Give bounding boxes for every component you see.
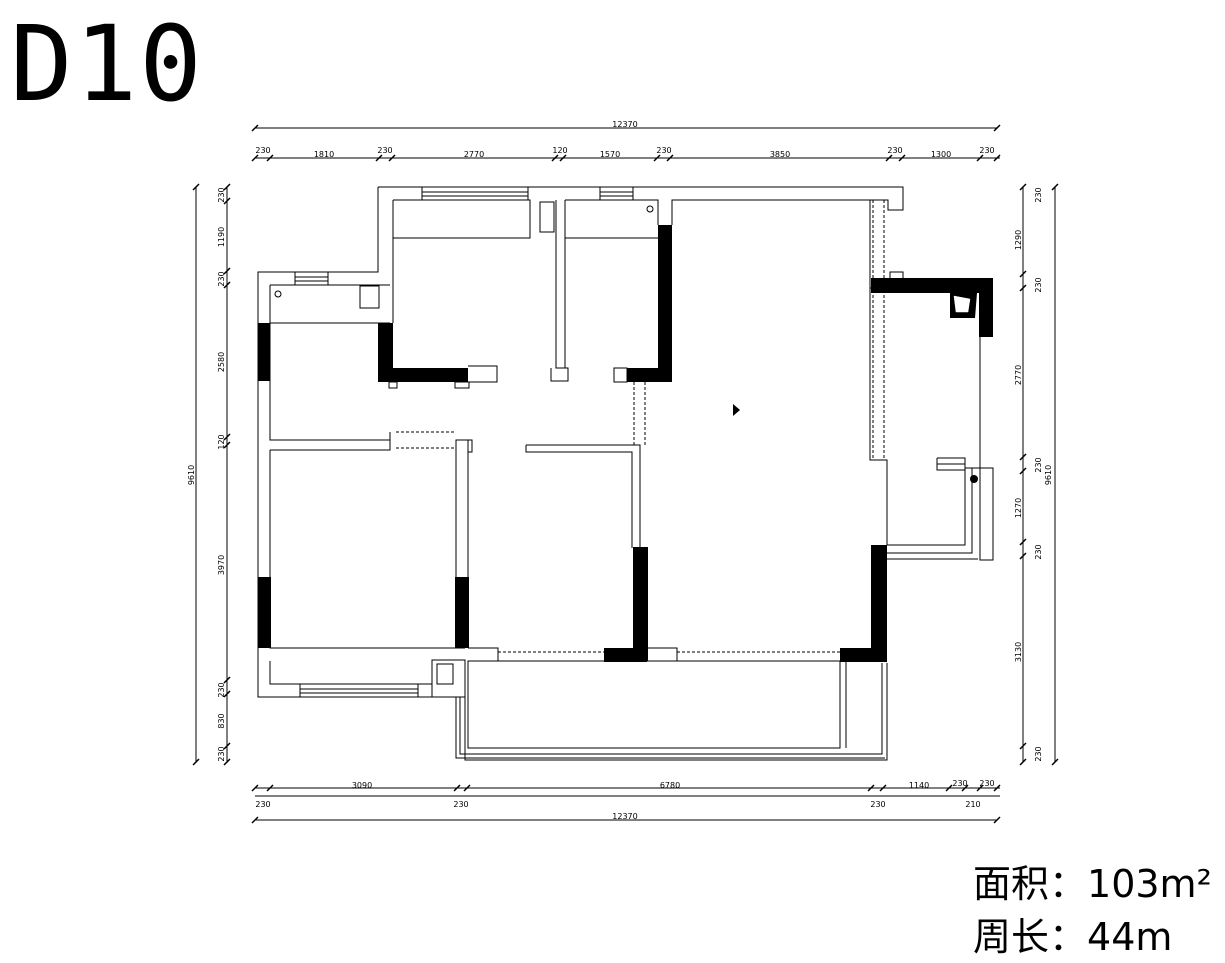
dim-left-3: 2580 xyxy=(217,352,226,372)
dim-left-total: 9610 xyxy=(187,465,196,485)
dim-left-5: 3970 xyxy=(217,555,226,575)
dim-top-10: 230 xyxy=(979,146,994,155)
dim-right-8: 230 xyxy=(1034,746,1043,761)
dim-bottom-total: 12370 xyxy=(612,812,637,821)
dim-top-7: 3850 xyxy=(770,150,790,159)
dim-top-total: 12370 xyxy=(612,120,637,129)
dim-right-3: 2770 xyxy=(1014,365,1023,385)
dimension-labels: 12370 230 1810 230 2770 120 1570 230 385… xyxy=(187,120,1053,821)
cursor-marker-icon xyxy=(733,404,740,416)
area-info: 面积：103m² xyxy=(973,862,1212,906)
dim-left-6: 230 xyxy=(217,682,226,697)
outer-walls xyxy=(257,186,994,761)
dim-right-6: 230 xyxy=(1034,544,1043,559)
dim-right-4: 230 xyxy=(1034,457,1043,472)
door-openings xyxy=(396,200,885,653)
dim-left-7: 830 xyxy=(217,713,226,728)
dim-bottom-a0: 3090 xyxy=(352,781,372,790)
dim-top-2: 230 xyxy=(377,146,392,155)
dim-top-3: 2770 xyxy=(464,150,484,159)
dim-right-5: 1270 xyxy=(1014,498,1023,518)
dim-top-5: 1570 xyxy=(600,150,620,159)
dim-left-0: 230 xyxy=(217,187,226,202)
dim-top-4: 120 xyxy=(552,146,567,155)
perimeter-value: 44m xyxy=(1087,915,1173,959)
dim-bottom-a3: 230 xyxy=(952,779,967,788)
dim-bottom-a2: 1140 xyxy=(909,781,929,790)
dim-left-8: 230 xyxy=(217,746,226,761)
dim-top-1: 1810 xyxy=(314,150,334,159)
dim-left-1: 1190 xyxy=(217,227,226,247)
area-value: 103m² xyxy=(1087,862,1212,906)
structural-walls xyxy=(258,225,993,662)
area-label: 面积： xyxy=(973,862,1088,906)
dim-bottom-a1: 6780 xyxy=(660,781,680,790)
dim-bottom-a4: 230 xyxy=(979,779,994,788)
perimeter-label: 周长： xyxy=(973,915,1088,959)
dim-top-8: 230 xyxy=(887,146,902,155)
dim-bottom-b3: 210 xyxy=(965,800,980,809)
dimension-ticks xyxy=(192,124,1059,824)
plan-title: D10 xyxy=(10,3,204,125)
dimension-lines xyxy=(195,127,1056,821)
dim-right-0: 230 xyxy=(1034,187,1043,202)
dim-right-2: 230 xyxy=(1034,277,1043,292)
dim-right-1: 1290 xyxy=(1014,230,1023,250)
dim-top-0: 230 xyxy=(255,146,270,155)
dim-left-2: 230 xyxy=(217,271,226,286)
perimeter-info: 周长：44m xyxy=(973,915,1172,959)
dim-right-total: 9610 xyxy=(1044,465,1053,485)
dim-top-9: 1300 xyxy=(931,150,951,159)
dim-bottom-b0: 230 xyxy=(255,800,270,809)
dim-bottom-b2: 230 xyxy=(870,800,885,809)
dim-top-6: 230 xyxy=(656,146,671,155)
dim-left-4: 120 xyxy=(217,434,226,449)
dim-bottom-b1: 230 xyxy=(453,800,468,809)
dim-right-7: 3130 xyxy=(1014,642,1023,662)
